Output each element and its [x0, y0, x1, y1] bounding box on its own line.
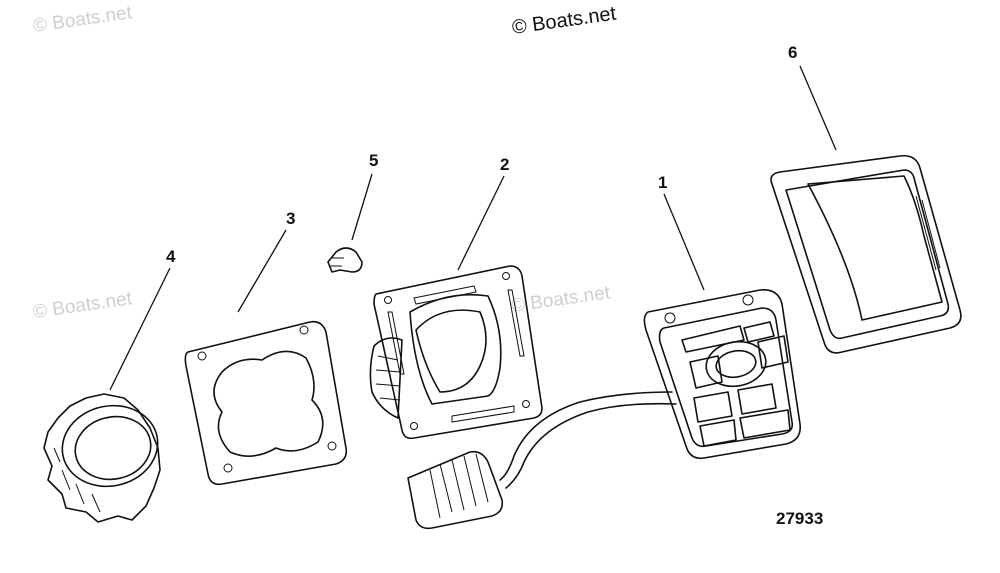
- callout-1: 1: [658, 173, 667, 192]
- leader-lines: [109, 65, 837, 391]
- switch-panel-icon: [407, 288, 802, 530]
- gasket-icon: [184, 320, 348, 486]
- callout-3: 3: [286, 209, 295, 228]
- diagram-number: 27933: [776, 509, 823, 528]
- mounting-bracket-icon: [369, 265, 543, 440]
- watermark-top-left: © Boats.net: [32, 2, 134, 37]
- callout-4: 4: [166, 247, 176, 266]
- callout-5: 5: [369, 151, 378, 170]
- clip-icon: [327, 247, 363, 273]
- callout-2: 2: [500, 155, 509, 174]
- watermark-top-center: © Boats.net: [511, 3, 618, 39]
- cover-icon: [770, 154, 962, 354]
- watermark-mid-left: © Boats.net: [32, 288, 134, 323]
- mounting-nut-icon: [43, 393, 161, 523]
- callout-6: 6: [788, 43, 797, 62]
